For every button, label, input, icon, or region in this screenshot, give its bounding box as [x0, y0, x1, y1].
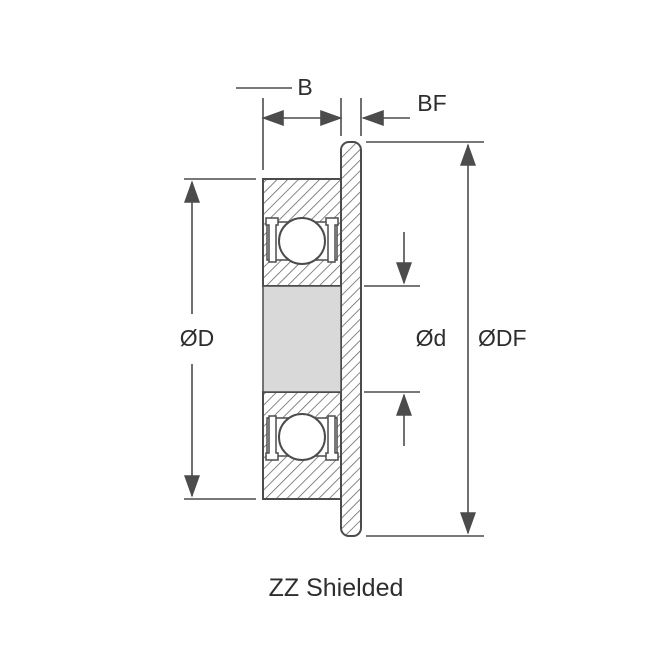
caption: ZZ Shielded	[269, 574, 404, 602]
dimension-flange-width: BF	[360, 90, 447, 136]
dim-label-flange-width: BF	[417, 90, 446, 116]
shield-bottom-left	[265, 415, 279, 461]
dimension-flange-diameter: ØDF	[366, 141, 527, 537]
dim-label-flange-diameter: ØDF	[478, 325, 527, 351]
shield-top-left	[265, 217, 279, 263]
dim-label-outer-diameter: ØD	[180, 325, 215, 351]
dimension-width: B	[236, 74, 343, 170]
bearing-cross-section	[262, 141, 362, 537]
flange-strip	[340, 141, 362, 537]
ball-top	[278, 217, 326, 265]
shield-top-right	[325, 217, 339, 263]
dim-label-bore-diameter: Ød	[416, 325, 447, 351]
dimension-outer-diameter: ØD	[180, 178, 256, 500]
shield-bottom-right	[325, 415, 339, 461]
dimension-bore-diameter: Ød	[364, 232, 446, 446]
dim-label-width: B	[297, 74, 312, 100]
bore	[262, 285, 342, 393]
ball-bottom	[278, 413, 326, 461]
